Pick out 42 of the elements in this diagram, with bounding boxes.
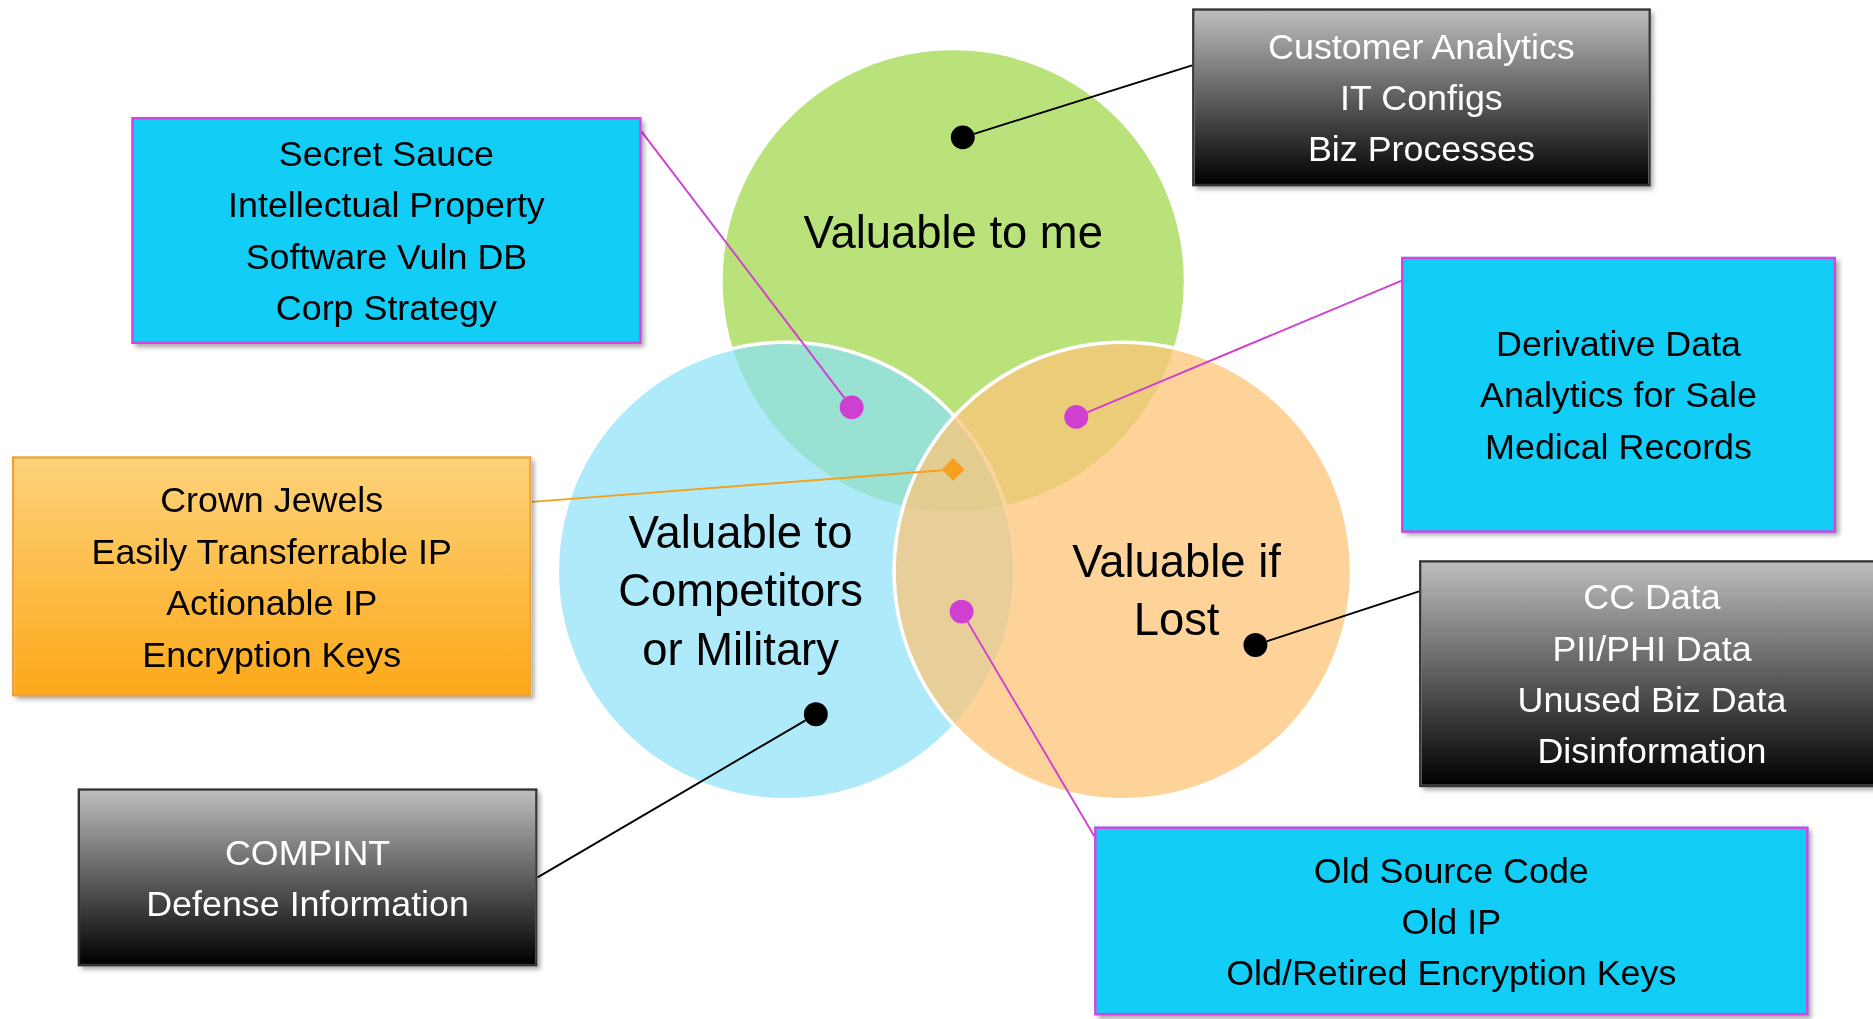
callout-text: Software Vuln DB	[245, 235, 528, 278]
callout-text: Medical Records	[1485, 425, 1752, 468]
callout-text: Old Source Code	[1313, 848, 1589, 892]
leader-dot	[950, 125, 975, 150]
callout-text: Biz Processes	[1307, 128, 1535, 171]
callout-box	[1094, 826, 1809, 1016]
callout-text: Derivative Data	[1496, 322, 1741, 366]
callout-text: Analytics for Sale	[1480, 374, 1757, 417]
callout-text: Easily Transferrable IP	[91, 529, 452, 573]
callout-box	[1401, 256, 1836, 533]
leader-dot	[1243, 633, 1268, 657]
callout-text: Corp Strategy	[275, 286, 497, 330]
circle-label: Valuable to Competitors or Military	[617, 506, 864, 677]
callout-text: IT Configs	[1340, 76, 1503, 120]
callout-text: Old IP	[1401, 900, 1502, 943]
callout-text: Secret Sauce	[278, 132, 494, 176]
callout-box	[1419, 560, 1873, 788]
circle-label: Valuable to me	[802, 206, 1104, 260]
callout-box	[131, 117, 642, 344]
leader-line	[640, 130, 846, 399]
callout-box	[77, 788, 538, 967]
callout-text: CC Data	[1583, 575, 1721, 619]
callout-text: Old/Retired Encryption Keys	[1226, 951, 1677, 995]
callout-text: Disinformation	[1537, 730, 1767, 773]
callout-text: Defense Information	[146, 882, 469, 925]
circle-label: Valuable if Lost	[1071, 535, 1282, 648]
leader-dot	[803, 702, 828, 727]
callout-text: COMPINT	[224, 830, 391, 874]
callout-text: Actionable IP	[166, 581, 378, 624]
callout-text: Intellectual Property	[228, 184, 545, 227]
leader-line	[1086, 279, 1403, 414]
leader-line	[1265, 590, 1421, 643]
callout-text: Customer Analytics	[1268, 25, 1575, 68]
leader-line	[536, 719, 807, 879]
callout-text: Encryption Keys	[142, 632, 402, 676]
leader-line	[966, 620, 1096, 837]
callout-box	[1192, 8, 1651, 187]
callout-text: Crown Jewels	[160, 478, 384, 521]
callout-box	[11, 456, 532, 697]
leader-line	[973, 64, 1194, 135]
callout-text: PII/PHI Data	[1552, 627, 1752, 670]
callout-text: Unused Biz Data	[1517, 678, 1787, 722]
